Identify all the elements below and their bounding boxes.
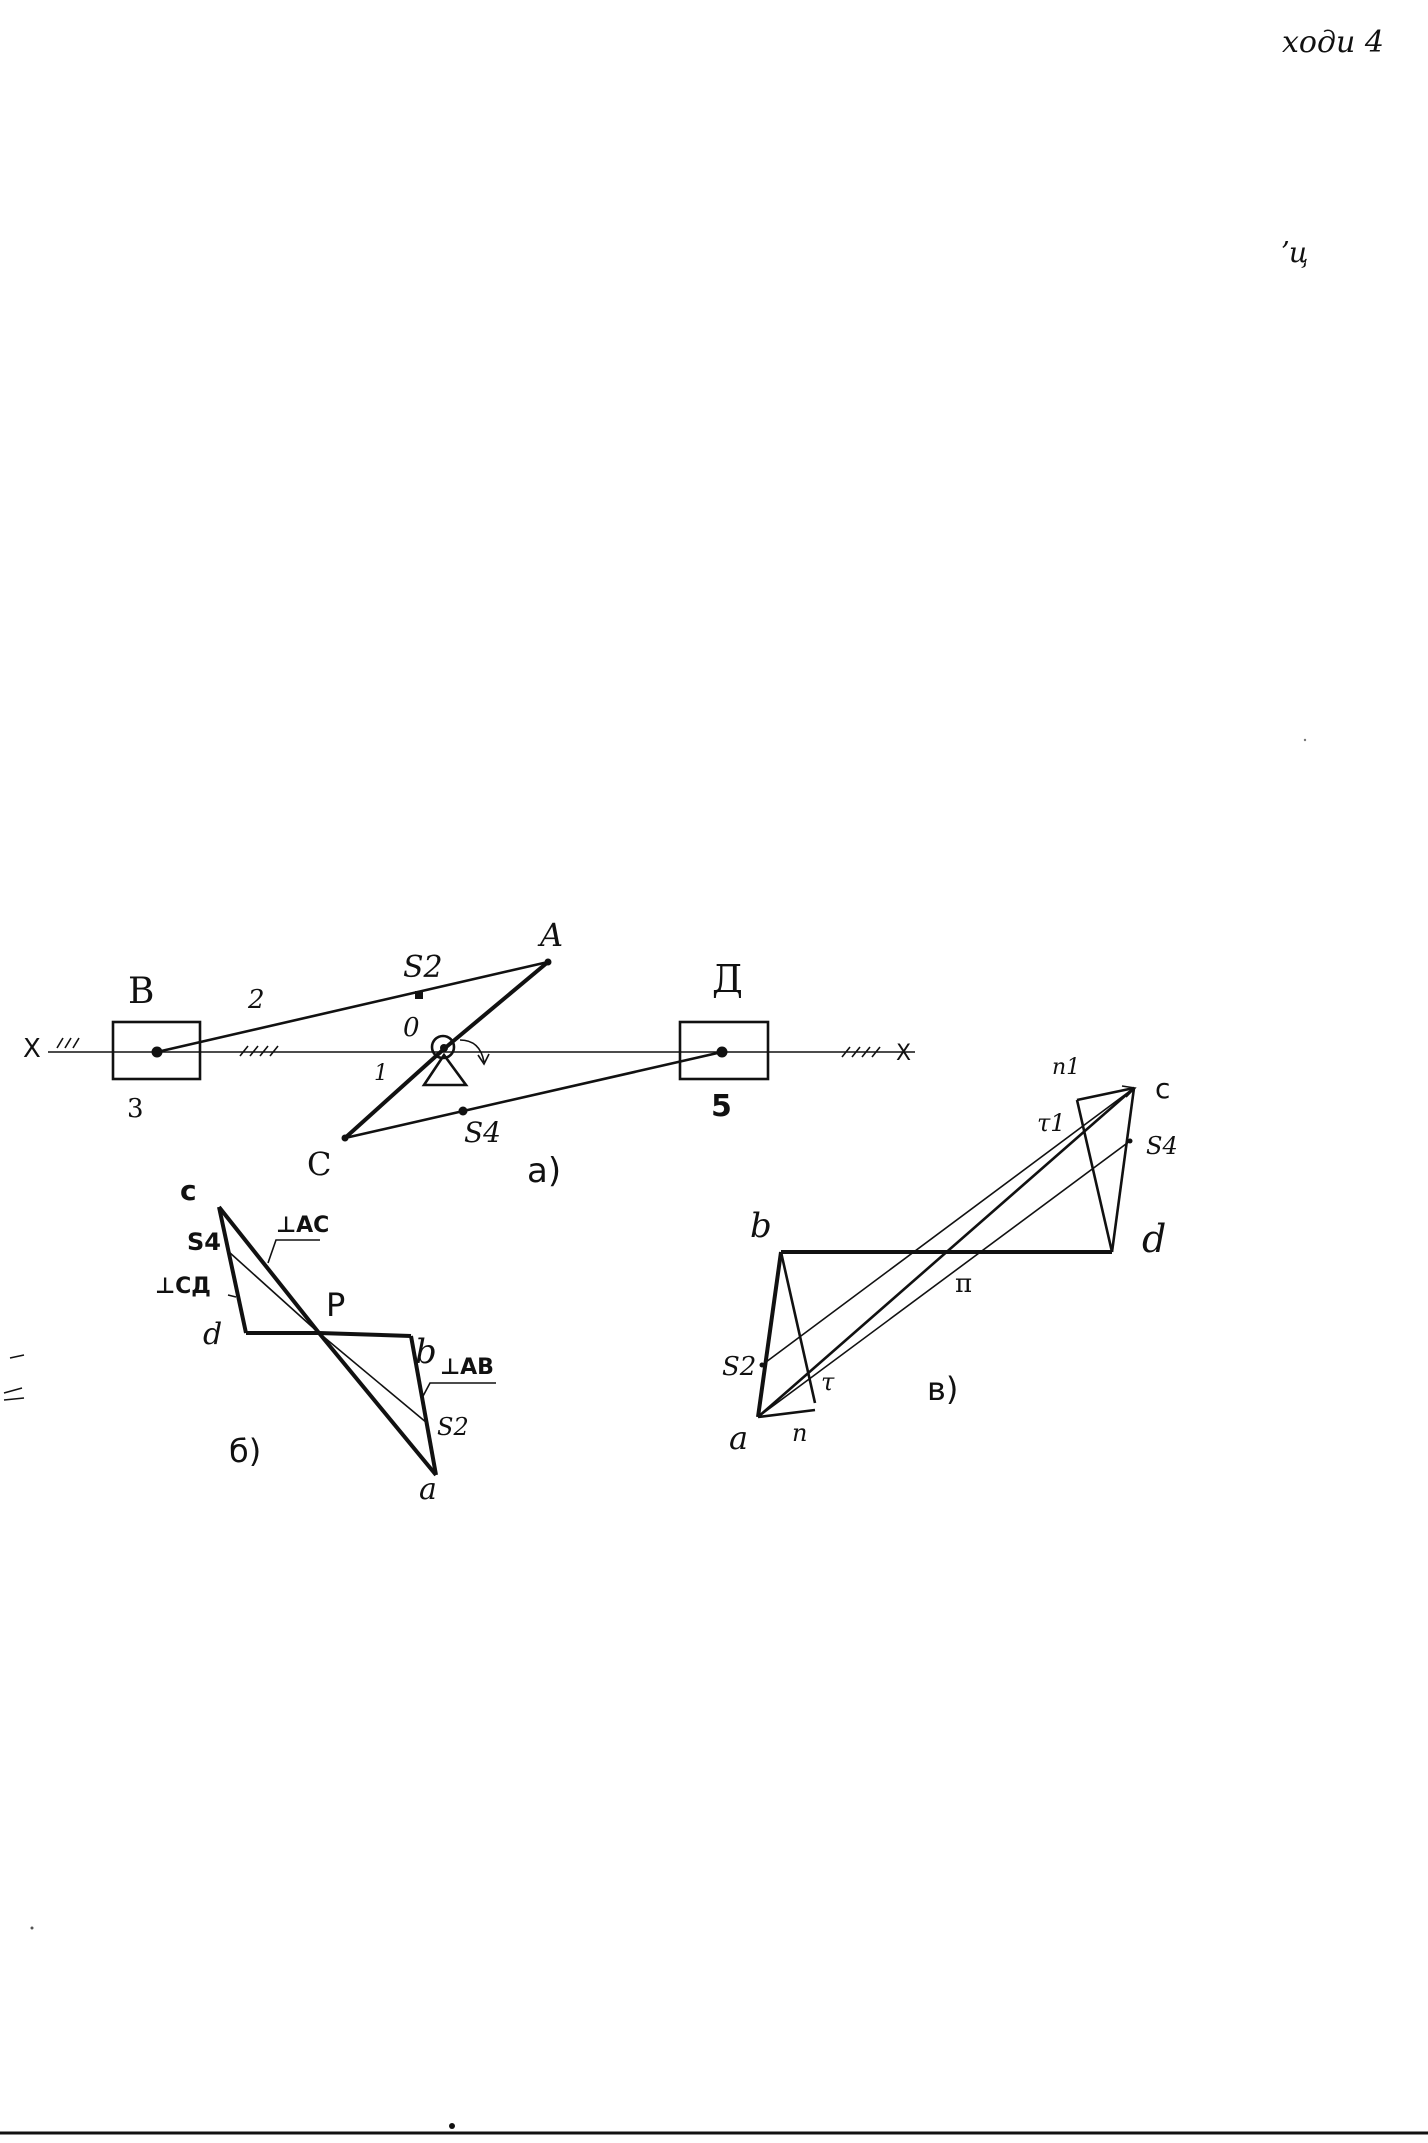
leader-perp-ab	[421, 1382, 496, 1399]
point-s2	[415, 991, 423, 999]
acceleration-plan: n1 c τ1 S4 b d π S2 τ a n в)	[722, 1055, 1178, 1457]
joint-d	[716, 1046, 728, 1058]
label-point-o: 0	[403, 1013, 420, 1043]
pivot-support-triangle	[421, 1052, 469, 1087]
label-point-c: С	[307, 1145, 331, 1183]
caption-a: а)	[527, 1151, 561, 1191]
acc-ba	[756, 1251, 783, 1418]
vel-ps4	[228, 1251, 320, 1334]
label-vel-p: P	[326, 1286, 345, 1324]
point-s4	[458, 1106, 468, 1116]
label-point-a: A	[537, 916, 563, 954]
mechanism-diagram: X X В 3 Д 5 2 1 A 0 С S2 S4 а)	[23, 916, 915, 1191]
label-link-1: 1	[374, 1061, 388, 1086]
slider-d-block	[678, 1020, 770, 1081]
label-acc-s2: S2	[722, 1352, 756, 1382]
acc-point-s2	[759, 1362, 765, 1368]
bottom-dot	[449, 2123, 455, 2129]
label-vel-d: d	[203, 1317, 222, 1352]
pivot-o	[440, 1044, 448, 1052]
link-ab	[156, 960, 549, 1054]
acc-s2-c	[761, 1087, 1135, 1366]
label-slider-d-number: 5	[711, 1089, 732, 1124]
vel-ps2	[318, 1332, 428, 1424]
joint-a	[544, 958, 552, 966]
label-vel-c: c	[180, 1174, 197, 1207]
label-acc-tau: τ	[821, 1368, 835, 1396]
acc-n1-c	[1076, 1086, 1135, 1102]
label-vel-perp-ac: ⊥AC	[276, 1213, 329, 1238]
slider-b-block	[111, 1020, 202, 1081]
label-acc-b: b	[750, 1206, 772, 1246]
label-vel-s4: S4	[187, 1228, 221, 1256]
acc-point-s4	[1127, 1138, 1133, 1144]
label-s2: S2	[403, 950, 443, 985]
vel-pc	[217, 1205, 321, 1335]
caption-v: в)	[927, 1370, 958, 1408]
label-acc-d: d	[1142, 1217, 1166, 1261]
label-acc-a: a	[729, 1419, 748, 1457]
label-vel-b: b	[415, 1332, 437, 1372]
corner-note: ходи 4	[1282, 25, 1384, 60]
caption-b: б)	[229, 1432, 261, 1470]
side-note: ʼц	[1280, 236, 1308, 269]
vel-pa	[317, 1331, 438, 1477]
rotation-arrow-head	[477, 1053, 490, 1066]
guide-hatch-right	[841, 1046, 881, 1058]
label-slider-d: Д	[712, 957, 743, 1001]
vel-pb	[318, 1331, 412, 1338]
vel-ba	[409, 1335, 438, 1476]
label-slider-b-number: 3	[127, 1094, 144, 1124]
label-vel-a: a	[419, 1472, 437, 1507]
joint-c	[341, 1134, 349, 1142]
vel-cd	[217, 1206, 248, 1334]
acc-cd	[1110, 1087, 1136, 1253]
label-vel-s2: S2	[437, 1413, 469, 1441]
label-vel-perp-cd: ⊥CД	[155, 1274, 211, 1299]
acc-b-tau	[779, 1251, 817, 1404]
label-x-right: X	[896, 1041, 911, 1066]
link-cd	[344, 1050, 723, 1140]
label-acc-n1: n1	[1052, 1055, 1080, 1080]
acc-n1-d	[1075, 1099, 1114, 1253]
acc-a-s4	[757, 1140, 1131, 1418]
left-edge-mark	[3, 1354, 25, 1401]
velocity-plan: c S4 ⊥AC ⊥CД d P b ⊥AB S2 a б)	[155, 1174, 496, 1507]
crank-oc	[343, 1046, 447, 1140]
speck-1	[30, 1926, 34, 1930]
label-acc-c: c	[1155, 1072, 1170, 1105]
label-s4: S4	[464, 1116, 501, 1149]
crank-oa	[443, 960, 550, 1050]
leader-perp-ac	[267, 1239, 320, 1264]
acc-a-c	[757, 1087, 1135, 1418]
rotation-arrow	[459, 1039, 485, 1063]
label-slider-b: В	[128, 971, 154, 1012]
leader-perp-cd	[227, 1294, 237, 1298]
guide-hatch-mid	[239, 1045, 279, 1057]
label-link-2: 2	[247, 985, 265, 1015]
acc-an	[757, 1408, 816, 1419]
speck-2	[1303, 738, 1307, 742]
label-vel-perp-ab: ⊥AB	[440, 1355, 494, 1380]
label-acc-pi: π	[955, 1269, 972, 1299]
acc-c-arrow	[1121, 1085, 1137, 1098]
joint-b	[151, 1046, 163, 1058]
guide-hatch-left	[56, 1037, 80, 1049]
label-acc-tau1: τ1	[1037, 1109, 1066, 1137]
label-acc-s4: S4	[1146, 1132, 1178, 1160]
label-acc-n: n	[792, 1419, 807, 1447]
label-x-left: X	[23, 1034, 41, 1064]
